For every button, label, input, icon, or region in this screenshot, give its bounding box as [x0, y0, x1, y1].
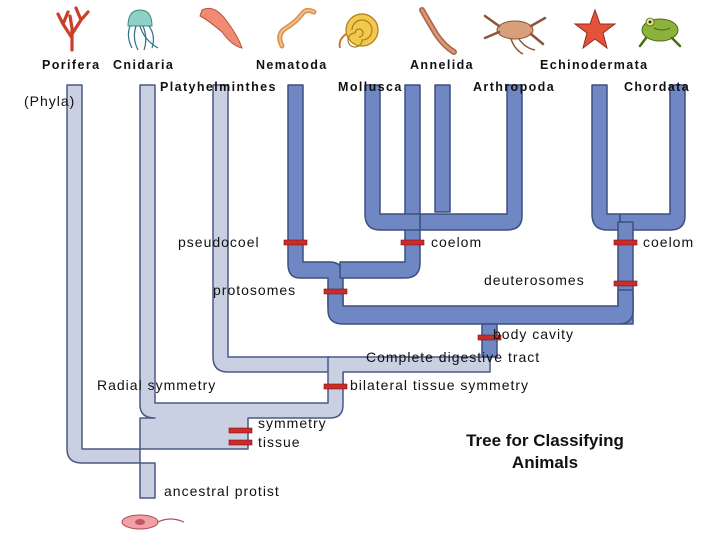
annelida-branch: [434, 84, 451, 213]
label-complete-digestive-tract: Complete digestive tract: [366, 349, 541, 365]
label-tissue: tissue: [258, 434, 301, 450]
diagram-title-line1: Tree for Classifying: [466, 431, 624, 450]
earthworm-icon: [419, 7, 457, 55]
label-body-cavity: body cavity: [493, 326, 575, 342]
label-symmetry: symmetry: [258, 415, 327, 431]
label-ancestral-protist: ancestral protist: [164, 483, 280, 499]
diagram-title: Tree for Classifying Animals: [440, 430, 650, 474]
label-porifera: Porifera: [42, 58, 101, 72]
marker-body-cavity: [477, 334, 502, 341]
jellyfish-icon: [127, 9, 159, 51]
crayfish-icon: [483, 14, 547, 55]
label-phyla: (Phyla): [24, 93, 76, 109]
label-pseudocoel: pseudocoel: [178, 234, 260, 250]
label-radial-symmetry: Radial symmetry: [97, 377, 217, 393]
trait-markers: [228, 239, 638, 446]
label-arthropoda: Arthropoda: [473, 80, 556, 94]
label-echinodermata: Echinodermata: [540, 58, 649, 72]
echinodermata-branch: [591, 84, 621, 231]
starfish-icon: [573, 8, 617, 50]
label-annelida: Annelida: [410, 58, 474, 72]
body-cavity-stem: [481, 323, 498, 358]
protostome-join: [364, 84, 421, 231]
protist-icon: [121, 514, 185, 530]
label-coelom-deuterostome: coelom: [643, 234, 695, 250]
frog-icon: [638, 17, 682, 48]
sponge-icon: [56, 6, 90, 52]
nautilus-icon: [338, 13, 379, 49]
marker-protosomes: [323, 288, 348, 295]
cnidaria-tissue-branch: [139, 84, 344, 450]
label-platyhelminthes: Platyhelminthes: [160, 80, 277, 94]
label-bilateral-tissue-symmetry: bilateral tissue symmetry: [350, 377, 530, 393]
nematoda-branch: [287, 84, 344, 307]
label-deuterosomes: deuterosomes: [484, 272, 585, 288]
marker-tissue: [228, 439, 253, 446]
label-coelom-protostome: coelom: [431, 234, 483, 250]
marker-pseudocoel: [283, 239, 308, 246]
marker-symmetry: [228, 427, 253, 434]
label-mollusca: Mollusca: [338, 80, 403, 94]
label-cnidaria: Cnidaria: [113, 58, 175, 72]
flatworm-icon: [199, 7, 243, 49]
chordata-branch: [619, 84, 686, 231]
marker-deuterosomes: [613, 280, 638, 287]
dark-branches: [287, 84, 686, 358]
label-protosomes: protosomes: [213, 282, 297, 298]
ancestral-trunk: [66, 84, 156, 499]
label-nematoda: Nematoda: [256, 58, 328, 72]
marker-bilateral: [323, 383, 348, 390]
marker-coelom-protostome: [400, 239, 425, 246]
label-chordata: Chordata: [624, 80, 691, 94]
coelomate-join: [327, 289, 634, 325]
marker-coelom-deuterostome: [613, 239, 638, 246]
mollusca-branch: [339, 84, 421, 279]
light-branches: [66, 84, 491, 499]
roundworm-icon: [277, 7, 317, 49]
diagram-title-line2: Animals: [511, 453, 579, 472]
